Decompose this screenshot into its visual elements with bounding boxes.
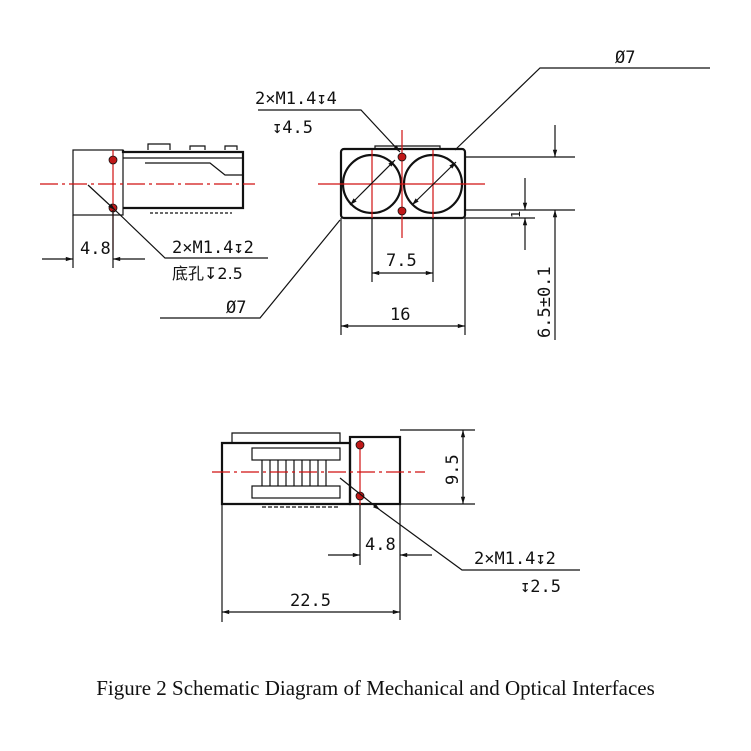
bottom-view: 9.5 4.8 22.5 2×M1.4↧2 ↧2.5 <box>212 429 580 622</box>
bottom-view-pcb-body <box>220 432 352 508</box>
thread-hole-marker <box>397 152 407 162</box>
dim-height-bottom: 9.5 <box>443 454 463 485</box>
callout-thread-side: 2×M1.4↧2 <box>172 238 254 258</box>
side-view-pcb-body <box>121 143 245 214</box>
side-view-mount-block <box>72 149 124 216</box>
callout-bottom-hole: 底孔↧2.5 <box>172 264 243 283</box>
callout-depth-bottom: ↧2.5 <box>520 577 561 597</box>
dim-hole-offset-side: 4.8 <box>80 239 111 259</box>
dim-width-front: 16 <box>390 305 410 325</box>
figure-caption: Figure 2 Schematic Diagram of Mechanical… <box>96 676 655 700</box>
callout-thread-front: 2×M1.4↧4 <box>255 89 337 109</box>
dim-lens-spacing: 7.5 <box>386 251 417 271</box>
thread-hole-marker <box>108 155 118 165</box>
callout-thread-bottom: 2×M1.4↧2 <box>474 549 556 569</box>
dim-offset-front: 1 <box>509 211 523 218</box>
callout-diameter-left: Ø7 <box>226 298 246 318</box>
thread-hole-marker <box>397 206 407 216</box>
thread-hole-marker <box>355 491 365 501</box>
front-view: 2×M1.4↧4 ↧4.5 Ø7 7.5 16 6.5±0.1 1 <box>255 48 710 340</box>
dim-length-bottom: 22.5 <box>290 591 331 611</box>
dim-hole-offset-bottom: 4.8 <box>365 535 396 555</box>
dim-height-front: 6.5±0.1 <box>535 266 555 338</box>
side-view-left: 4.8 2×M1.4↧2 底孔↧2.5 Ø7 <box>40 143 341 319</box>
callout-depth-front: ↧4.5 <box>272 118 313 138</box>
callout-diameter-right: Ø7 <box>615 48 635 68</box>
thread-hole-marker <box>355 440 365 450</box>
